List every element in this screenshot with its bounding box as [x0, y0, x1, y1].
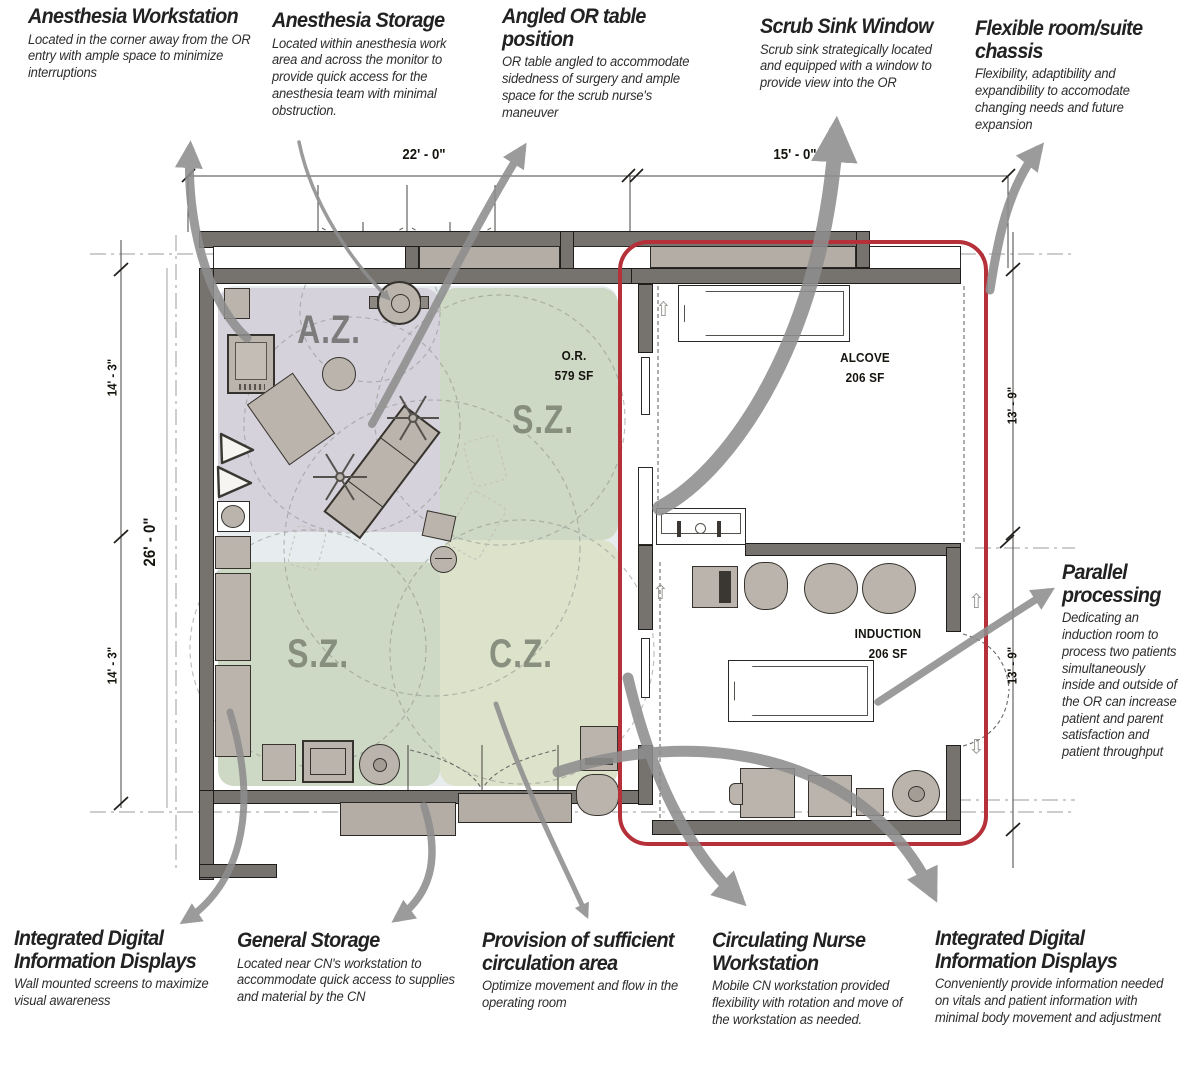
zone-label-az: A.Z.: [297, 308, 361, 352]
annotation-anesthesia-workstation: Anesthesia Workstation Located in the co…: [28, 5, 263, 82]
annotation-title: General Storage: [237, 929, 380, 952]
annotation-title: Angled OR table position: [502, 5, 646, 51]
annotation-angled-or-table: Angled OR table position OR table angled…: [502, 5, 702, 121]
annotation-circulation-area: Provision of sufficient circulation area…: [482, 929, 697, 1012]
room-label-alcove: ALCOVE 206 SF: [820, 348, 910, 387]
annotation-title: Flexible room/suite chassis: [975, 17, 1143, 63]
annotation-displays-right: Integrated Digital Information Displays …: [935, 927, 1183, 1027]
annotation-general-storage: General Storage Located near CN's workst…: [237, 929, 472, 1006]
annotation-desc: Located in the corner away from the OR e…: [28, 31, 251, 81]
flow-arrow-icon: ⇧: [652, 582, 669, 604]
annotation-desc: Optimize movement and flow in the operat…: [482, 978, 679, 1011]
induction-stretcher: [728, 660, 874, 722]
dim-top-left: 22' - 0": [402, 146, 446, 163]
annotation-title: Integrated Digital Information Displays: [935, 927, 1118, 973]
az-round-table: [322, 357, 356, 391]
door-leaf-alcove: [641, 357, 650, 415]
annotation-title: Anesthesia Workstation: [28, 5, 239, 28]
annotation-flexible-chassis: Flexible room/suite chassis Flexibility,…: [975, 17, 1180, 133]
annotation-anesthesia-storage: Anesthesia Storage Located within anesth…: [272, 9, 477, 119]
highlight-rect-induction-suite: [618, 240, 988, 846]
annotation-cn-workstation: Circulating Nurse Workstation Mobile CN …: [712, 929, 927, 1029]
room-induction-area: 206 SF: [868, 645, 908, 661]
dim-right-lower: 13' - 9": [1004, 646, 1020, 685]
annotation-title: Anesthesia Storage: [272, 9, 445, 32]
annotation-desc: Wall mounted screens to maximize visual …: [14, 976, 209, 1009]
bottom-monitor: [302, 740, 354, 783]
wall-divider-mid: [638, 545, 653, 630]
bottom-equipment-1: [262, 744, 296, 781]
annotation-desc: Dedicating an induction room to process …: [1062, 610, 1177, 760]
induction-workstation: [692, 566, 738, 608]
left-cabinet-2: [215, 573, 251, 661]
room-induction-name: INDUCTION: [854, 626, 922, 641]
triangle-carts: [216, 432, 255, 499]
zone-label-cz: C.Z.: [489, 632, 553, 676]
round-stool-left: [221, 505, 245, 528]
dim-left-lower: 14' - 3": [104, 646, 120, 685]
room-or-area: 579 SF: [554, 367, 594, 383]
zone-label-sz-right: S.Z.: [512, 398, 574, 442]
dim-left-main: 26' - 0": [140, 517, 159, 567]
dim-right-upper: 13' - 9": [1004, 386, 1020, 425]
equipment-boom: [430, 546, 457, 573]
annotation-title: Scrub Sink Window: [760, 15, 934, 38]
annotation-title: Parallel processing: [1062, 561, 1161, 607]
room-or-name: O.R.: [561, 348, 587, 363]
dim-top-right: 15' - 0": [773, 146, 817, 163]
bottom-drum: [359, 744, 400, 785]
wheel-stars: [313, 395, 439, 501]
zone-label-sz-left: S.Z.: [287, 632, 349, 676]
annotation-desc: Located near CN's workstation to accommo…: [237, 955, 455, 1005]
room-alcove-name: ALCOVE: [840, 350, 890, 365]
annotation-parallel-processing: Parallel processing Dedicating an induct…: [1062, 561, 1184, 761]
annotation-desc: Flexibility, adaptibility and expandibil…: [975, 66, 1130, 132]
annotation-desc: Conveniently provide information needed …: [935, 976, 1164, 1025]
annotation-desc: Scrub sink strategically located and equ…: [760, 41, 932, 91]
room-label-induction: INDUCTION 206 SF: [834, 624, 942, 663]
skirted-table-1: [804, 563, 858, 614]
dim-left-upper: 14' - 3": [104, 358, 120, 397]
induction-chair: [744, 562, 788, 610]
annotation-desc: Located within anesthesia work area and …: [272, 35, 447, 118]
ghost-furniture: [287, 435, 507, 571]
annotation-title: Provision of sufficient circulation area: [482, 929, 674, 975]
annotation-title: Integrated Digital Information Displays: [14, 927, 197, 973]
room-alcove-area: 206 SF: [845, 369, 885, 385]
annotation-desc: OR table angled to accommodate sidedness…: [502, 54, 690, 120]
annotation-title: Circulating Nurse Workstation: [712, 929, 866, 975]
annotation-desc: Mobile CN workstation provided flexibili…: [712, 978, 903, 1027]
anesthesia-machine: [227, 334, 275, 394]
room-label-or: O.R. 579 SF: [538, 346, 610, 385]
left-cabinet-1: [215, 536, 251, 569]
annotation-scrub-sink-window: Scrub Sink Window Scrub sink strategical…: [760, 15, 950, 92]
annotation-displays-left: Integrated Digital Information Displays …: [14, 927, 224, 1010]
